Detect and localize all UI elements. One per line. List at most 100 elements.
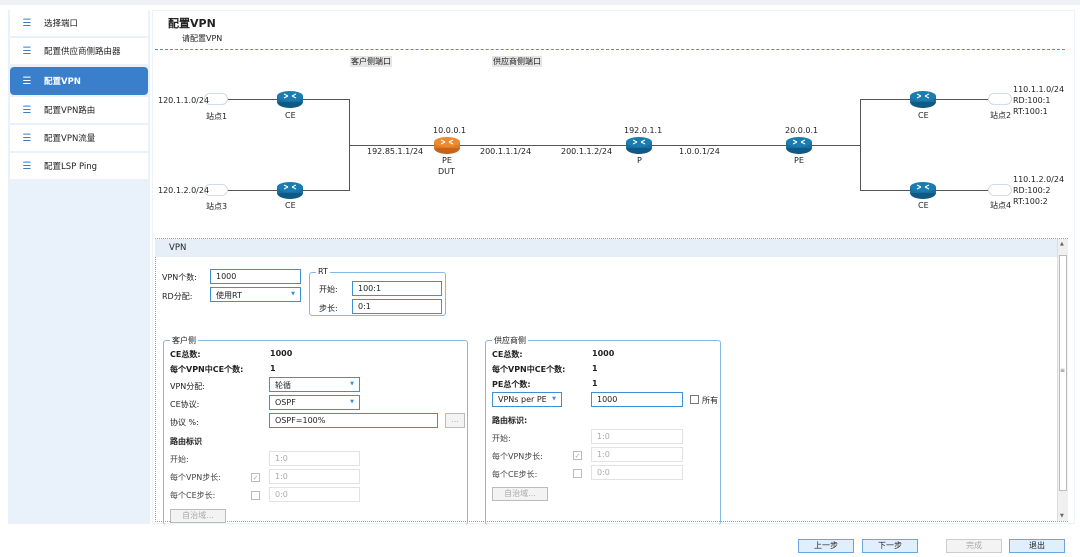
sidebar-item-label: 配置LSP Ping	[44, 162, 98, 172]
site1-label: 站点1	[206, 112, 228, 121]
cloud-icon	[988, 93, 1012, 105]
vpn-panel-header: VPN	[155, 239, 1058, 257]
ce-label: CE	[918, 201, 929, 210]
ce-proto-select[interactable]: OSPF	[269, 395, 360, 410]
vpn-step-input[interactable]: 1:0	[591, 447, 683, 462]
rd-select[interactable]: 使用RT	[210, 287, 301, 302]
cloud-icon	[204, 184, 228, 196]
rd-value: 使用RT	[216, 291, 242, 300]
pe2-ip: 20.0.0.1	[785, 126, 819, 135]
sidebar-item-config-vpn[interactable]: ☰配置VPN	[10, 67, 148, 95]
rt-start-label: 开始:	[319, 285, 338, 294]
start-input[interactable]: 1:0	[269, 451, 360, 466]
provider-title: 供应商侧	[492, 335, 528, 346]
proto-more-button[interactable]: ...	[445, 413, 465, 428]
p-label: P	[637, 156, 642, 165]
as-button[interactable]: 自治域...	[170, 509, 226, 523]
sidebar-item-vpn-traffic[interactable]: ☰配置VPN流量	[10, 125, 148, 151]
proto-pct-input[interactable]: OSPF=100%	[269, 413, 438, 428]
p-ip: 192.0.1.1	[624, 126, 663, 135]
sidebar-item-vpn-route[interactable]: ☰配置VPN路由	[10, 97, 148, 123]
ce-total-value: 1000	[592, 349, 615, 358]
vpn-alloc-select[interactable]: 轮循	[269, 377, 360, 392]
ce-total-value: 1000	[270, 349, 293, 358]
list-icon: ☰	[22, 17, 32, 29]
pe-mode-select[interactable]: VPNs per PE	[492, 392, 562, 407]
router-icon[interactable]	[626, 137, 652, 154]
link1-ip: 200.1.1.1/24	[480, 147, 532, 156]
ce-step-label: 每个CE步长:	[170, 491, 216, 500]
start-input[interactable]: 1:0	[591, 429, 683, 444]
ce-total-label: CE总数:	[492, 350, 523, 359]
ce-label: CE	[285, 201, 296, 210]
router-icon[interactable]	[277, 182, 303, 199]
scrollbar[interactable]: ▲ ≡ ▼	[1057, 239, 1068, 521]
router-icon[interactable]	[277, 91, 303, 108]
router-icon[interactable]	[910, 91, 936, 108]
rd-label: RD分配:	[162, 292, 193, 301]
ce-step-input[interactable]: 0:0	[591, 465, 683, 480]
provider-group: 供应商侧	[485, 335, 721, 525]
rt-step-input[interactable]: 0:1	[352, 299, 442, 314]
ce-step-checkbox[interactable]	[573, 469, 582, 478]
ce-step-input[interactable]: 0:0	[269, 487, 360, 502]
sidebar-item-select-port[interactable]: ☰选择端口	[10, 10, 148, 36]
vpn-alloc-value: 轮循	[275, 381, 291, 390]
all-label: 所有	[702, 396, 718, 405]
provider-port-label: 供应商侧端口	[492, 56, 542, 67]
exit-button[interactable]: 退出	[1009, 539, 1065, 553]
ce-step-label: 每个CE步长:	[492, 470, 538, 479]
site3-label: 站点3	[206, 202, 228, 211]
ce-proto-value: OSPF	[275, 398, 296, 407]
proto-pct-label: 协议 %:	[170, 418, 199, 427]
ce-label: CE	[285, 111, 296, 120]
customer-title: 客户侧	[170, 335, 198, 346]
all-checkbox[interactable]	[690, 395, 699, 404]
top-bar	[0, 0, 1080, 5]
dut-router-icon[interactable]	[434, 137, 460, 154]
cloud-icon	[988, 184, 1012, 196]
list-icon: ☰	[22, 160, 32, 172]
sidebar-item-label: 配置VPN路由	[44, 106, 96, 116]
as-button[interactable]: 自治域...	[492, 487, 548, 501]
start-label: 开始:	[492, 434, 511, 443]
vpn-step-label: 每个VPN步长:	[492, 452, 543, 461]
site3-network: 120.1.2.0/24	[158, 186, 210, 195]
vpn-count-input[interactable]: 1000	[210, 269, 301, 284]
next-button[interactable]: 下一步	[862, 539, 918, 553]
link2-ip: 200.1.1.2/24	[561, 147, 613, 156]
customer-port-label: 客户侧端口	[350, 56, 392, 67]
rt-title: RT	[316, 267, 330, 276]
router-icon[interactable]	[786, 137, 812, 154]
prev-button[interactable]: 上一步	[798, 539, 854, 553]
ce-per-vpn-value: 1	[270, 364, 276, 373]
vpn-step-input[interactable]: 1:0	[269, 469, 360, 484]
pe-mode-value: VPNs per PE	[498, 395, 547, 404]
rt-start-input[interactable]: 100:1	[352, 281, 442, 296]
sidebar-item-label: 配置VPN流量	[44, 134, 96, 144]
pe-label: PE	[442, 156, 452, 165]
ce-proto-label: CE协议:	[170, 400, 200, 409]
pe2-label: PE	[794, 156, 804, 165]
ce-label: CE	[918, 111, 929, 120]
sidebar-item-label: 配置VPN	[44, 77, 81, 87]
vpn-step-label: 每个VPN步长:	[170, 473, 221, 482]
site2-rt: RT:100:1	[1013, 107, 1048, 116]
sidebar-item-lsp-ping[interactable]: ☰ 配置LSP Ping	[10, 153, 148, 179]
vpn-step-checkbox[interactable]: ✓	[251, 473, 260, 482]
site1-network: 120.1.1.0/24	[158, 96, 210, 105]
sidebar-item-label: 配置供应商侧路由器	[44, 47, 121, 57]
route-id-label: 路由标识:	[492, 416, 528, 425]
site2-rd: RD:100:1	[1013, 96, 1051, 105]
site2-label: 站点2	[990, 111, 1012, 120]
finish-button[interactable]: 完成	[946, 539, 1002, 553]
site4-label: 站点4	[990, 201, 1012, 210]
ce-per-vpn-label: 每个VPN中CE个数:	[492, 365, 566, 374]
list-icon: ☰	[22, 45, 32, 57]
dut-ip: 10.0.0.1	[433, 126, 467, 135]
vpn-step-checkbox[interactable]: ✓	[573, 451, 582, 460]
router-icon[interactable]	[910, 182, 936, 199]
pe-mode-input[interactable]: 1000	[591, 392, 683, 407]
ce-step-checkbox[interactable]	[251, 491, 260, 500]
sidebar-item-provider-router[interactable]: ☰ 配置供应商侧路由器	[10, 38, 148, 64]
